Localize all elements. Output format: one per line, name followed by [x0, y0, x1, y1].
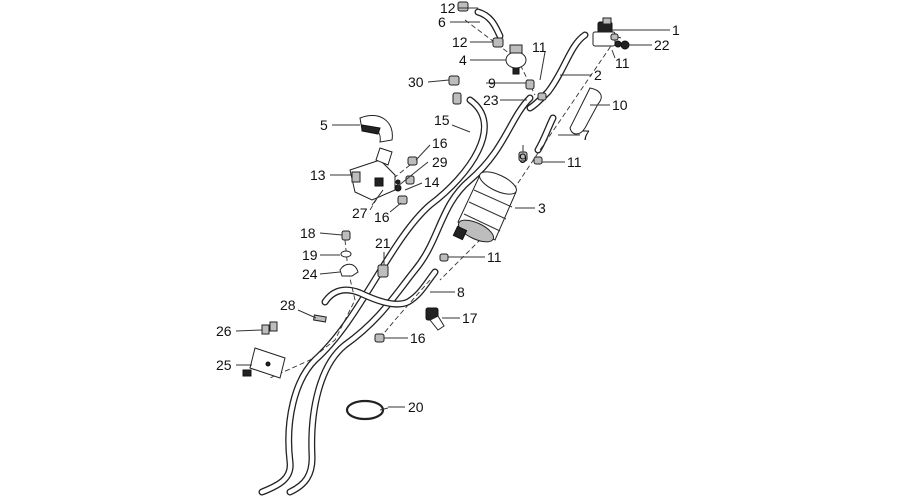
callout-17: 17	[462, 310, 478, 326]
callout-2: 2	[594, 67, 602, 83]
hose-upper-2	[526, 31, 589, 112]
part-fuel-filter	[452, 171, 517, 243]
leader-lines	[235, 7, 670, 408]
callout-16-a: 16	[432, 135, 448, 151]
callout-8: 8	[457, 284, 465, 300]
part-valve-assembly	[592, 17, 622, 48]
callout-12-b: 12	[452, 34, 468, 50]
callout-labels: 1 2 3 4 5 6 7 8 9 9 10 11 11 11 11 12 12…	[216, 0, 680, 415]
callout-4: 4	[459, 52, 467, 68]
part-screw-28	[312, 314, 327, 323]
part-pump	[505, 44, 527, 75]
callout-11-c: 11	[567, 154, 582, 170]
part-nut-22	[620, 40, 630, 50]
callout-27: 27	[352, 205, 368, 221]
callout-30: 30	[408, 74, 424, 90]
callout-12-a: 12	[440, 0, 456, 16]
callout-9-upper: 9	[488, 75, 496, 91]
part-cover	[569, 87, 602, 135]
callout-5: 5	[320, 117, 328, 133]
callout-22: 22	[654, 37, 670, 53]
callout-21: 21	[375, 235, 391, 251]
callout-9-lower: 9	[519, 150, 527, 166]
callout-11-a: 11	[532, 39, 547, 55]
part-plate-25	[242, 347, 286, 379]
part-clip-21	[377, 264, 389, 278]
part-strap-20	[345, 399, 389, 421]
callout-20: 20	[408, 399, 424, 415]
callout-29: 29	[432, 154, 448, 170]
callout-28: 28	[280, 297, 296, 313]
callout-6: 6	[438, 14, 446, 30]
callout-23: 23	[483, 92, 499, 108]
callout-14: 14	[424, 174, 440, 190]
part-clamp-bracket	[359, 115, 393, 143]
part-bolts-26	[261, 321, 278, 335]
hose-main-long	[258, 96, 488, 496]
callout-10: 10	[612, 97, 628, 113]
callout-16-c: 16	[410, 330, 426, 346]
hose-7	[534, 114, 557, 154]
callout-13: 13	[310, 167, 326, 183]
callout-24: 24	[302, 266, 318, 282]
callout-26: 26	[216, 323, 232, 339]
callout-11-b: 11	[615, 55, 630, 71]
part-fitting-17	[425, 307, 445, 331]
callout-15: 15	[434, 112, 450, 128]
callout-3: 3	[538, 200, 546, 216]
hose-6	[474, 8, 504, 40]
callout-18: 18	[300, 225, 316, 241]
part-bracket-13	[349, 147, 396, 201]
callout-1: 1	[672, 22, 680, 38]
callout-16-b: 16	[374, 209, 390, 225]
callout-11-d: 11	[487, 249, 502, 265]
callout-25: 25	[216, 357, 232, 373]
callout-19: 19	[302, 247, 318, 263]
callout-7: 7	[582, 127, 590, 143]
part-clamp-24	[339, 263, 359, 277]
